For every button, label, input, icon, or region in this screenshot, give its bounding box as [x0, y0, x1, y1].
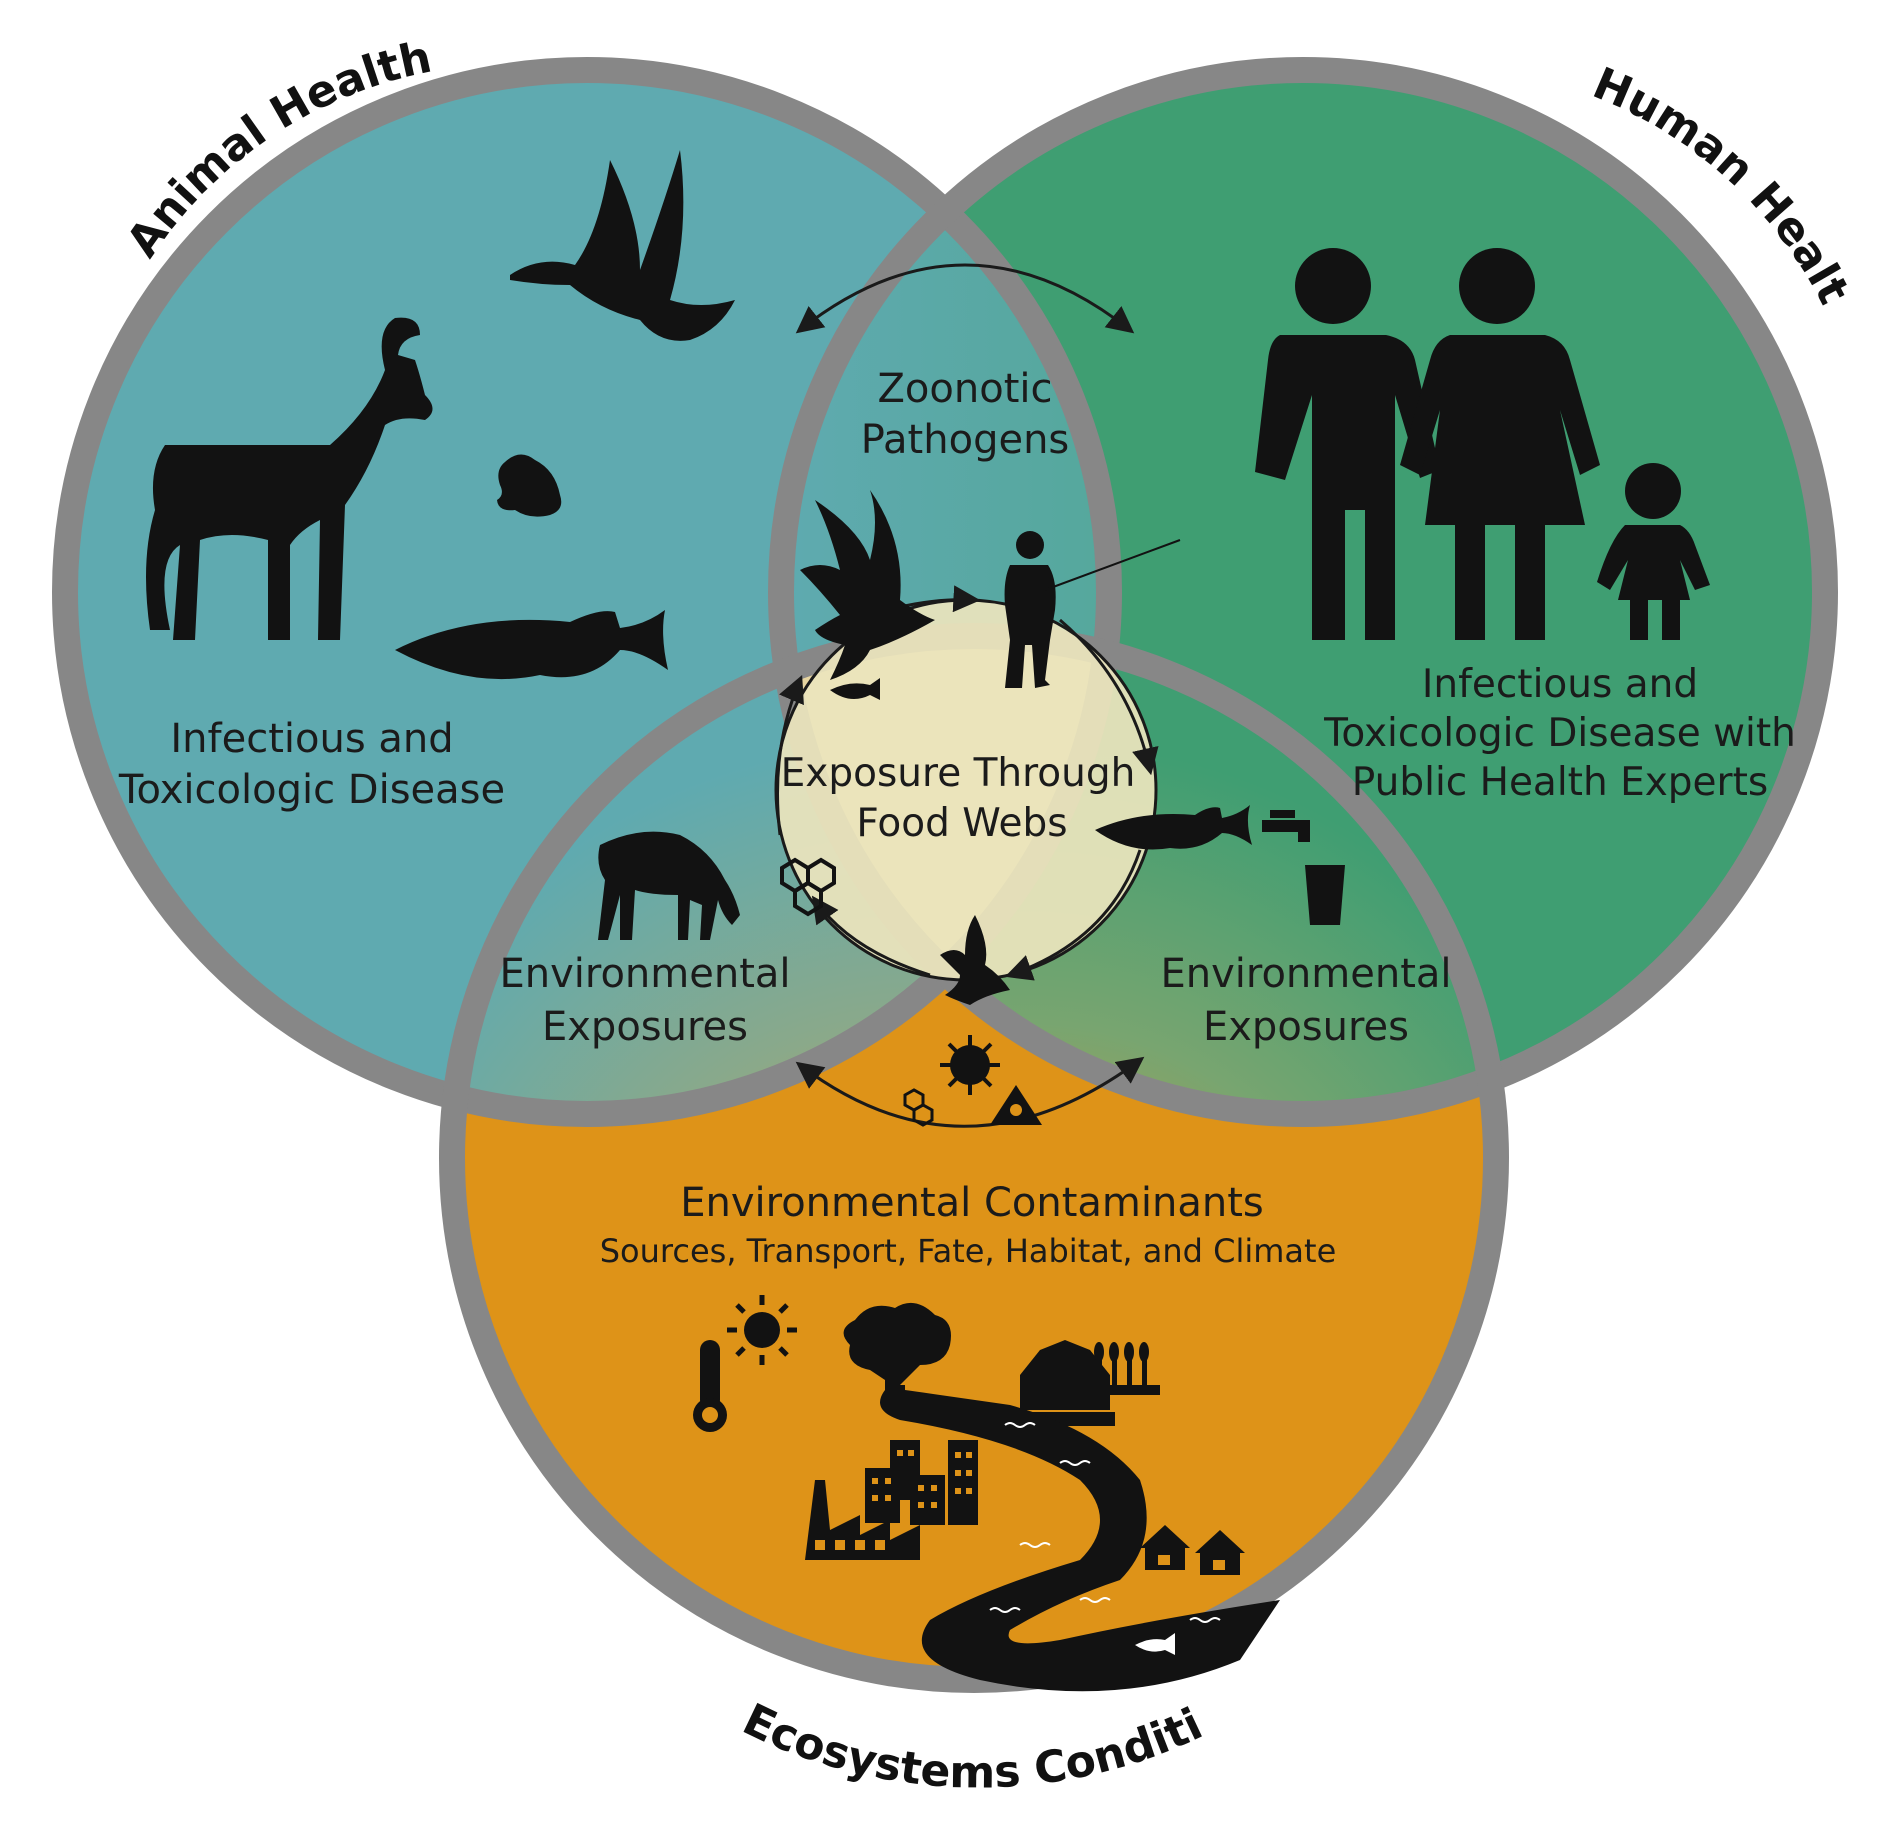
- pronghorn-icon: [146, 317, 433, 640]
- salmon-icon: [395, 610, 668, 680]
- contaminant-arrow: [795, 1056, 1145, 1128]
- frog-icon: [497, 454, 562, 517]
- env-exposure-left-1: Environmental: [499, 951, 790, 997]
- eagle-icon: [940, 915, 1010, 1005]
- factory-icon: [805, 1480, 920, 1560]
- fisherman-icon: [1004, 531, 1181, 688]
- foodweb-label-1: Exposure Through: [781, 751, 1136, 796]
- houses-icon: [1140, 1525, 1245, 1575]
- tree-icon: [843, 1302, 951, 1400]
- text-labels: Infectious and Toxicologic Disease Zoono…: [118, 366, 1796, 1270]
- human-disease-label-2: Toxicologic Disease with: [1323, 711, 1796, 756]
- crops-icon: [1090, 1342, 1160, 1395]
- salmon-icon: [830, 678, 880, 700]
- human-disease-label-3: Public Health Experts: [1352, 760, 1768, 805]
- faucet-glass-icon: [1262, 810, 1345, 925]
- env-exposure-right-2: Exposures: [1203, 1004, 1409, 1050]
- virus-icon: [940, 1035, 1000, 1095]
- bird-icon: [510, 150, 735, 341]
- env-exposure-left-2: Exposures: [542, 1004, 748, 1050]
- foodweb-arrow-3: [1004, 849, 1142, 981]
- arrows: [776, 263, 1159, 1128]
- contaminants-label: Environmental Contaminants: [680, 1180, 1264, 1226]
- foodweb-arrow-5: [776, 675, 804, 836]
- deer-icon: [598, 831, 740, 940]
- foodweb-arrow-4: [811, 895, 931, 977]
- thermometer-icon: [693, 1340, 727, 1432]
- radiation-icon: [990, 1085, 1042, 1125]
- river-icon: [880, 1390, 1280, 1692]
- sun-icon: [727, 1295, 797, 1365]
- family-icon: [1255, 248, 1710, 640]
- animal-disease-label-1: Infectious and: [170, 716, 453, 762]
- molecule-icon: [903, 1088, 934, 1127]
- foodweb-arrow-2: [1059, 618, 1159, 776]
- zoonotic-arrow: [795, 263, 1135, 334]
- env-exposure-right-1: Environmental: [1160, 951, 1451, 997]
- city-icon: [865, 1440, 978, 1525]
- foodweb-label-2: Food Webs: [856, 801, 1067, 846]
- eagle-icon: [800, 490, 935, 680]
- human-disease-label-1: Infectious and: [1422, 662, 1698, 707]
- zoonotic-label-1: Zoonotic: [878, 366, 1053, 412]
- contaminants-sublabel: Sources, Transport, Fate, Habitat, and C…: [600, 1232, 1337, 1270]
- salmon-icon: [1095, 805, 1252, 850]
- molecule-icon: [780, 857, 836, 917]
- animal-disease-label-2: Toxicologic Disease: [118, 767, 505, 813]
- zoonotic-label-2: Pathogens: [861, 417, 1070, 463]
